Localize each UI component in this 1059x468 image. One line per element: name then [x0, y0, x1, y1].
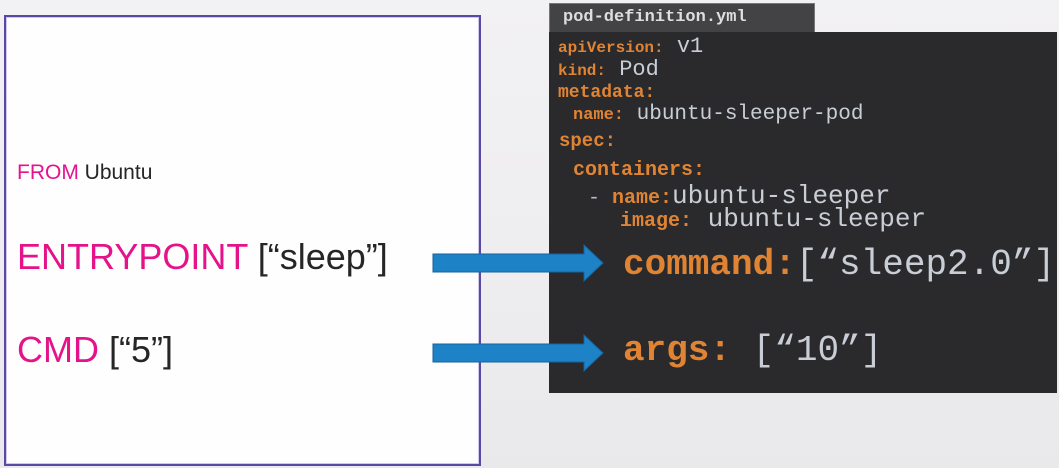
- yaml-key: image:: [620, 210, 693, 233]
- yaml-value: Pod: [606, 57, 659, 82]
- yaml-line-image: image: ubuntu-sleeper: [620, 204, 927, 234]
- yaml-key: containers:: [573, 159, 706, 182]
- from-keyword: FROM: [17, 161, 79, 184]
- yaml-line-command: command:[“sleep2.0”]: [623, 244, 1056, 285]
- yaml-value: ubuntu-sleeper-pod: [624, 103, 864, 126]
- cmd-argument: [“5”]: [98, 329, 173, 370]
- yaml-key: args:: [623, 330, 732, 371]
- yaml-code-panel: apiVersion: v1 kind: Pod metadata: name:…: [549, 32, 1057, 393]
- yaml-value: v1: [663, 34, 704, 59]
- yaml-value: ubuntu-sleeper: [692, 204, 927, 234]
- dockerfile-card: FROM Ubuntu ENTRYPOINT [“sleep”] CMD [“5…: [4, 15, 481, 466]
- yaml-value: ubuntu-sleeper: [672, 181, 891, 211]
- cmd-keyword: CMD: [17, 329, 99, 370]
- dockerfile-line-entrypoint: ENTRYPOINT [“sleep”]: [17, 236, 388, 278]
- yaml-line-spec: spec:: [559, 130, 617, 152]
- yaml-line-kind: kind: Pod: [558, 57, 659, 83]
- yaml-line-apiversion: apiVersion: v1: [558, 34, 704, 60]
- yaml-line-container-name: - name:ubuntu-sleeper: [588, 181, 891, 211]
- yaml-file-tab: pod-definition.yml: [549, 3, 815, 33]
- yaml-key: metadata:: [558, 83, 656, 103]
- yaml-line-args: args: [“10”]: [623, 330, 883, 371]
- yaml-line-metadata-name: name: ubuntu-sleeper-pod: [573, 103, 863, 127]
- yaml-key: kind:: [558, 62, 607, 80]
- entrypoint-argument: [“sleep”]: [247, 236, 388, 277]
- dockerfile-line-cmd: CMD [“5”]: [17, 329, 173, 371]
- yaml-key: name:: [573, 106, 625, 125]
- from-argument: Ubuntu: [78, 161, 153, 184]
- entrypoint-keyword: ENTRYPOINT: [17, 236, 248, 277]
- yaml-key: apiVersion:: [558, 39, 664, 57]
- yaml-line-containers: containers:: [573, 159, 706, 182]
- yaml-value: [“sleep2.0”]: [795, 244, 1056, 285]
- yaml-key: name:: [612, 187, 673, 210]
- yaml-line-metadata: metadata:: [558, 83, 655, 103]
- yaml-list-dash: -: [588, 187, 613, 210]
- yaml-key: command:: [623, 244, 796, 285]
- yaml-file-tab-label: pod-definition.yml: [563, 8, 747, 27]
- yaml-value: [“10”]: [731, 330, 883, 371]
- yaml-key: spec:: [559, 130, 617, 152]
- dockerfile-line-from: FROM Ubuntu: [17, 161, 152, 185]
